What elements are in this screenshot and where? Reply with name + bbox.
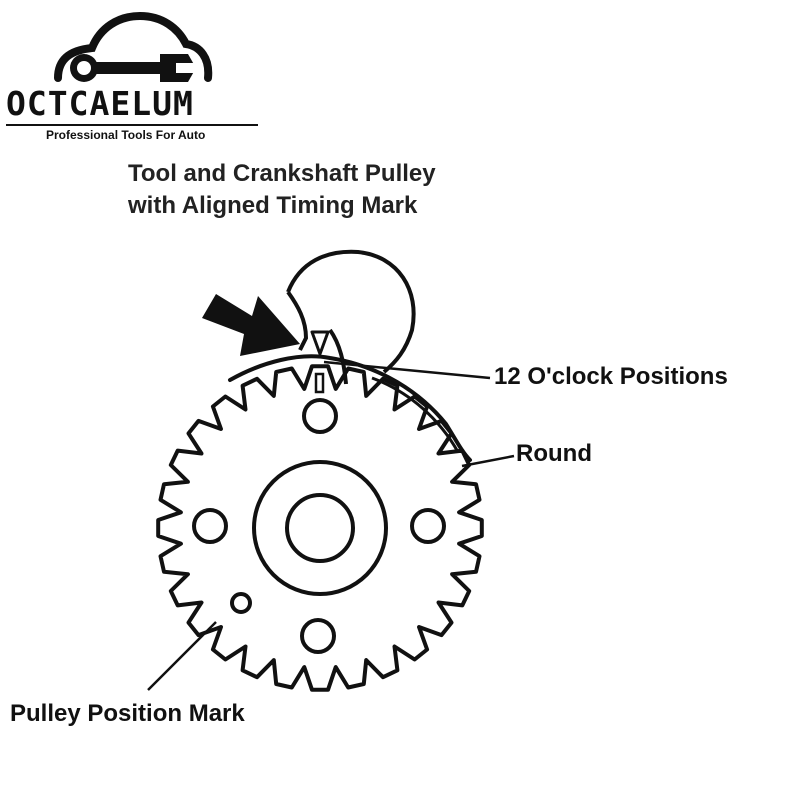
label-round: Round	[516, 440, 592, 467]
tool-lower-band	[228, 354, 472, 462]
diagram-title-line1: Tool and Crankshaft Pulley	[128, 160, 436, 187]
brand-tagline: Professional Tools For Auto	[46, 128, 206, 142]
pulley-hole-top	[302, 398, 338, 434]
leader-round	[461, 454, 515, 468]
tool-timing-triangle	[310, 330, 330, 356]
pulley-hole-left	[192, 508, 228, 544]
tool-upper-band	[371, 376, 460, 453]
tool-neck	[328, 328, 348, 385]
wrench-head-left	[77, 61, 91, 75]
pulley-timing-mark	[314, 372, 325, 394]
pointer-arrow-icon	[202, 294, 300, 356]
alignment-tool	[228, 249, 472, 462]
label-pulley-position-mark: Pulley Position Mark	[10, 700, 245, 727]
tool-round-arc	[286, 249, 416, 374]
car-wrench-icon	[54, 11, 213, 82]
wrench-jaw-gap	[176, 63, 198, 73]
pulley-hole-right	[410, 508, 446, 544]
label-12-oclock: 12 O'clock Positions	[494, 363, 728, 390]
leader-pulley-mark	[147, 621, 217, 691]
wrench-shaft	[86, 62, 178, 74]
tool-inner-edge	[286, 290, 309, 351]
brand-name: OCTCAELUM	[6, 84, 194, 123]
crankshaft-pulley	[156, 364, 484, 692]
pulley-hole-bottom	[300, 618, 336, 654]
pulley-hole-small	[230, 592, 252, 614]
brand-divider	[6, 124, 258, 126]
diagram-title: Tool and Crankshaft Pulley with Aligned …	[128, 158, 548, 222]
car-body-outline	[54, 11, 213, 82]
leader-12-oclock	[323, 360, 491, 380]
diagram-title-line2: with Aligned Timing Mark	[128, 192, 418, 219]
pulley-hub-inner	[285, 493, 355, 563]
